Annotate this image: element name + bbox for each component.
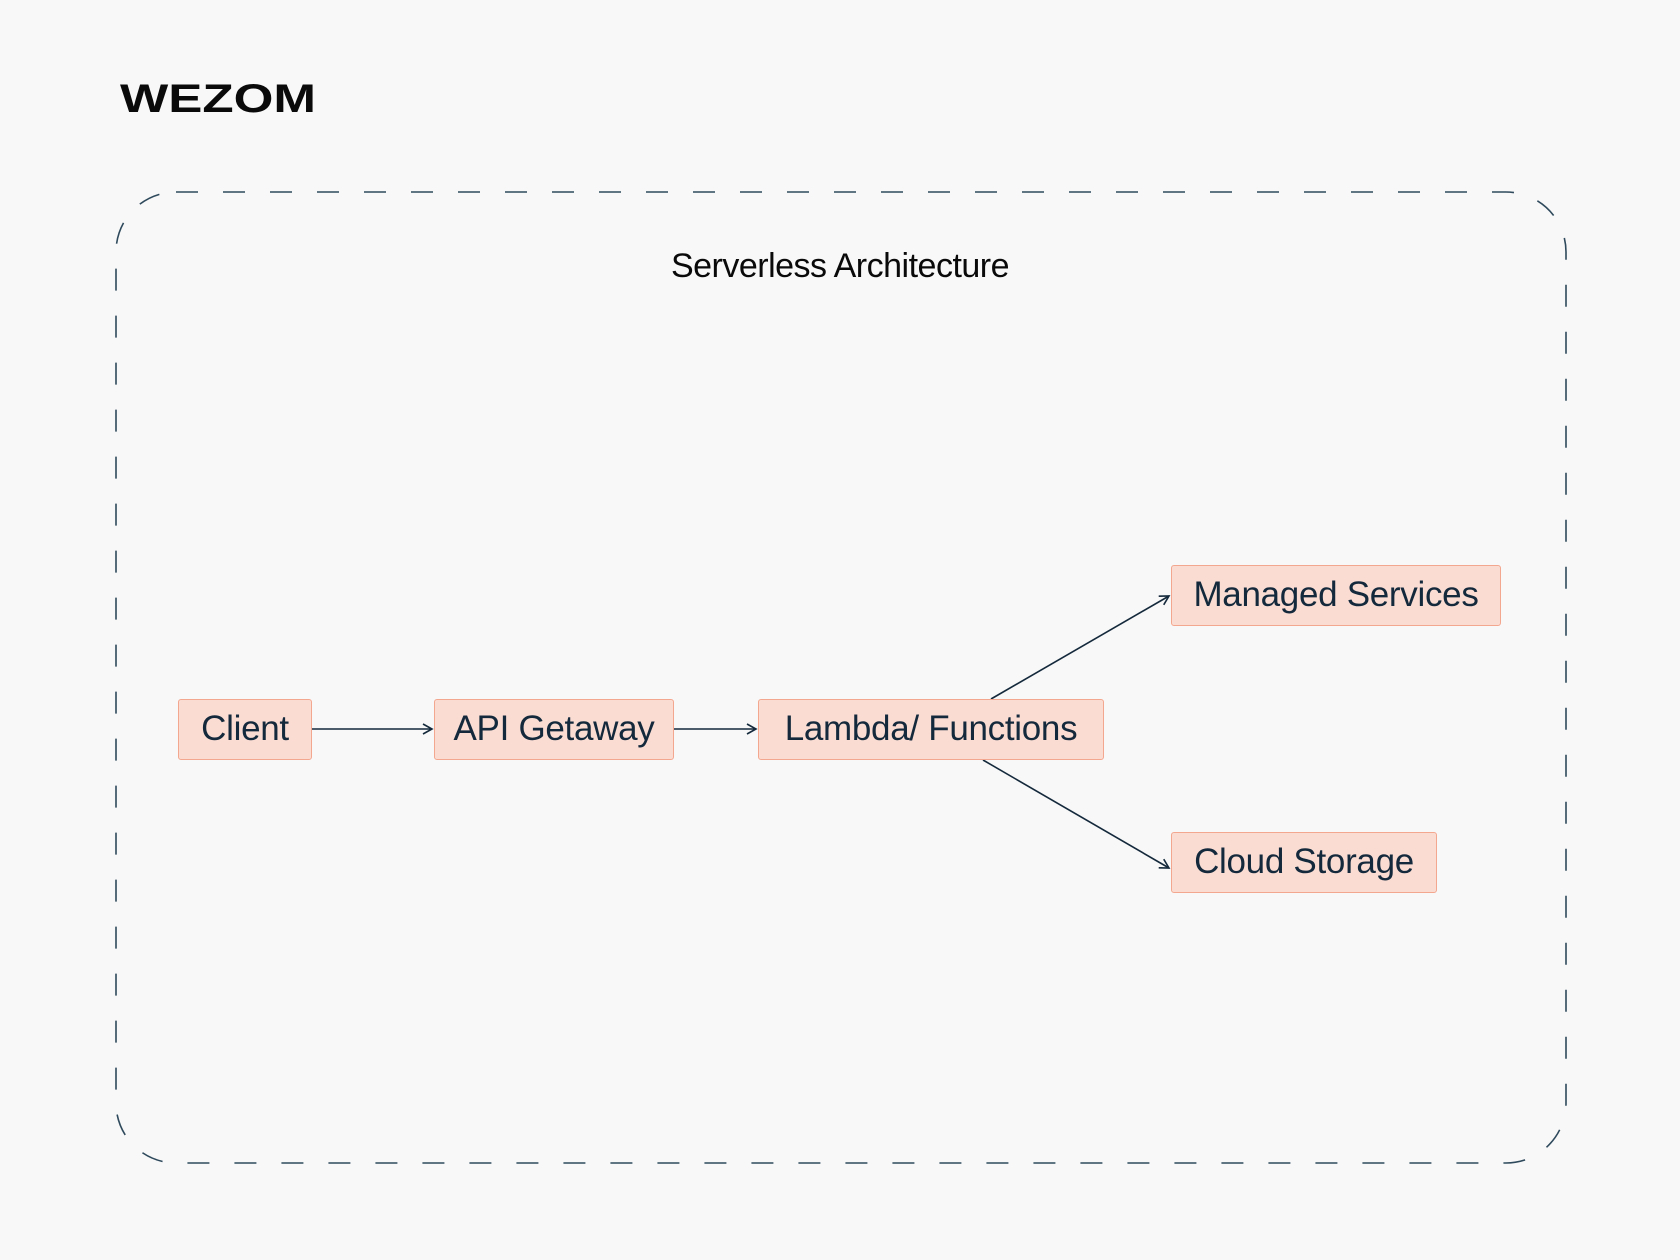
- node-api-gateway: API Getaway: [434, 699, 674, 760]
- edge-lambda-managed: [990, 595, 1171, 700]
- node-cloud-storage: Cloud Storage: [1171, 832, 1437, 893]
- wezom-logo: WEZOM: [120, 77, 316, 120]
- logo-wordmark: WEZOM: [120, 77, 316, 120]
- node-client: Client: [178, 699, 312, 760]
- node-lambda-functions: Lambda/ Functions: [758, 699, 1104, 760]
- diagram-title: Serverless Architecture: [670, 247, 1010, 285]
- edge-lambda-storage: [982, 759, 1171, 869]
- node-managed-services: Managed Services: [1171, 565, 1501, 626]
